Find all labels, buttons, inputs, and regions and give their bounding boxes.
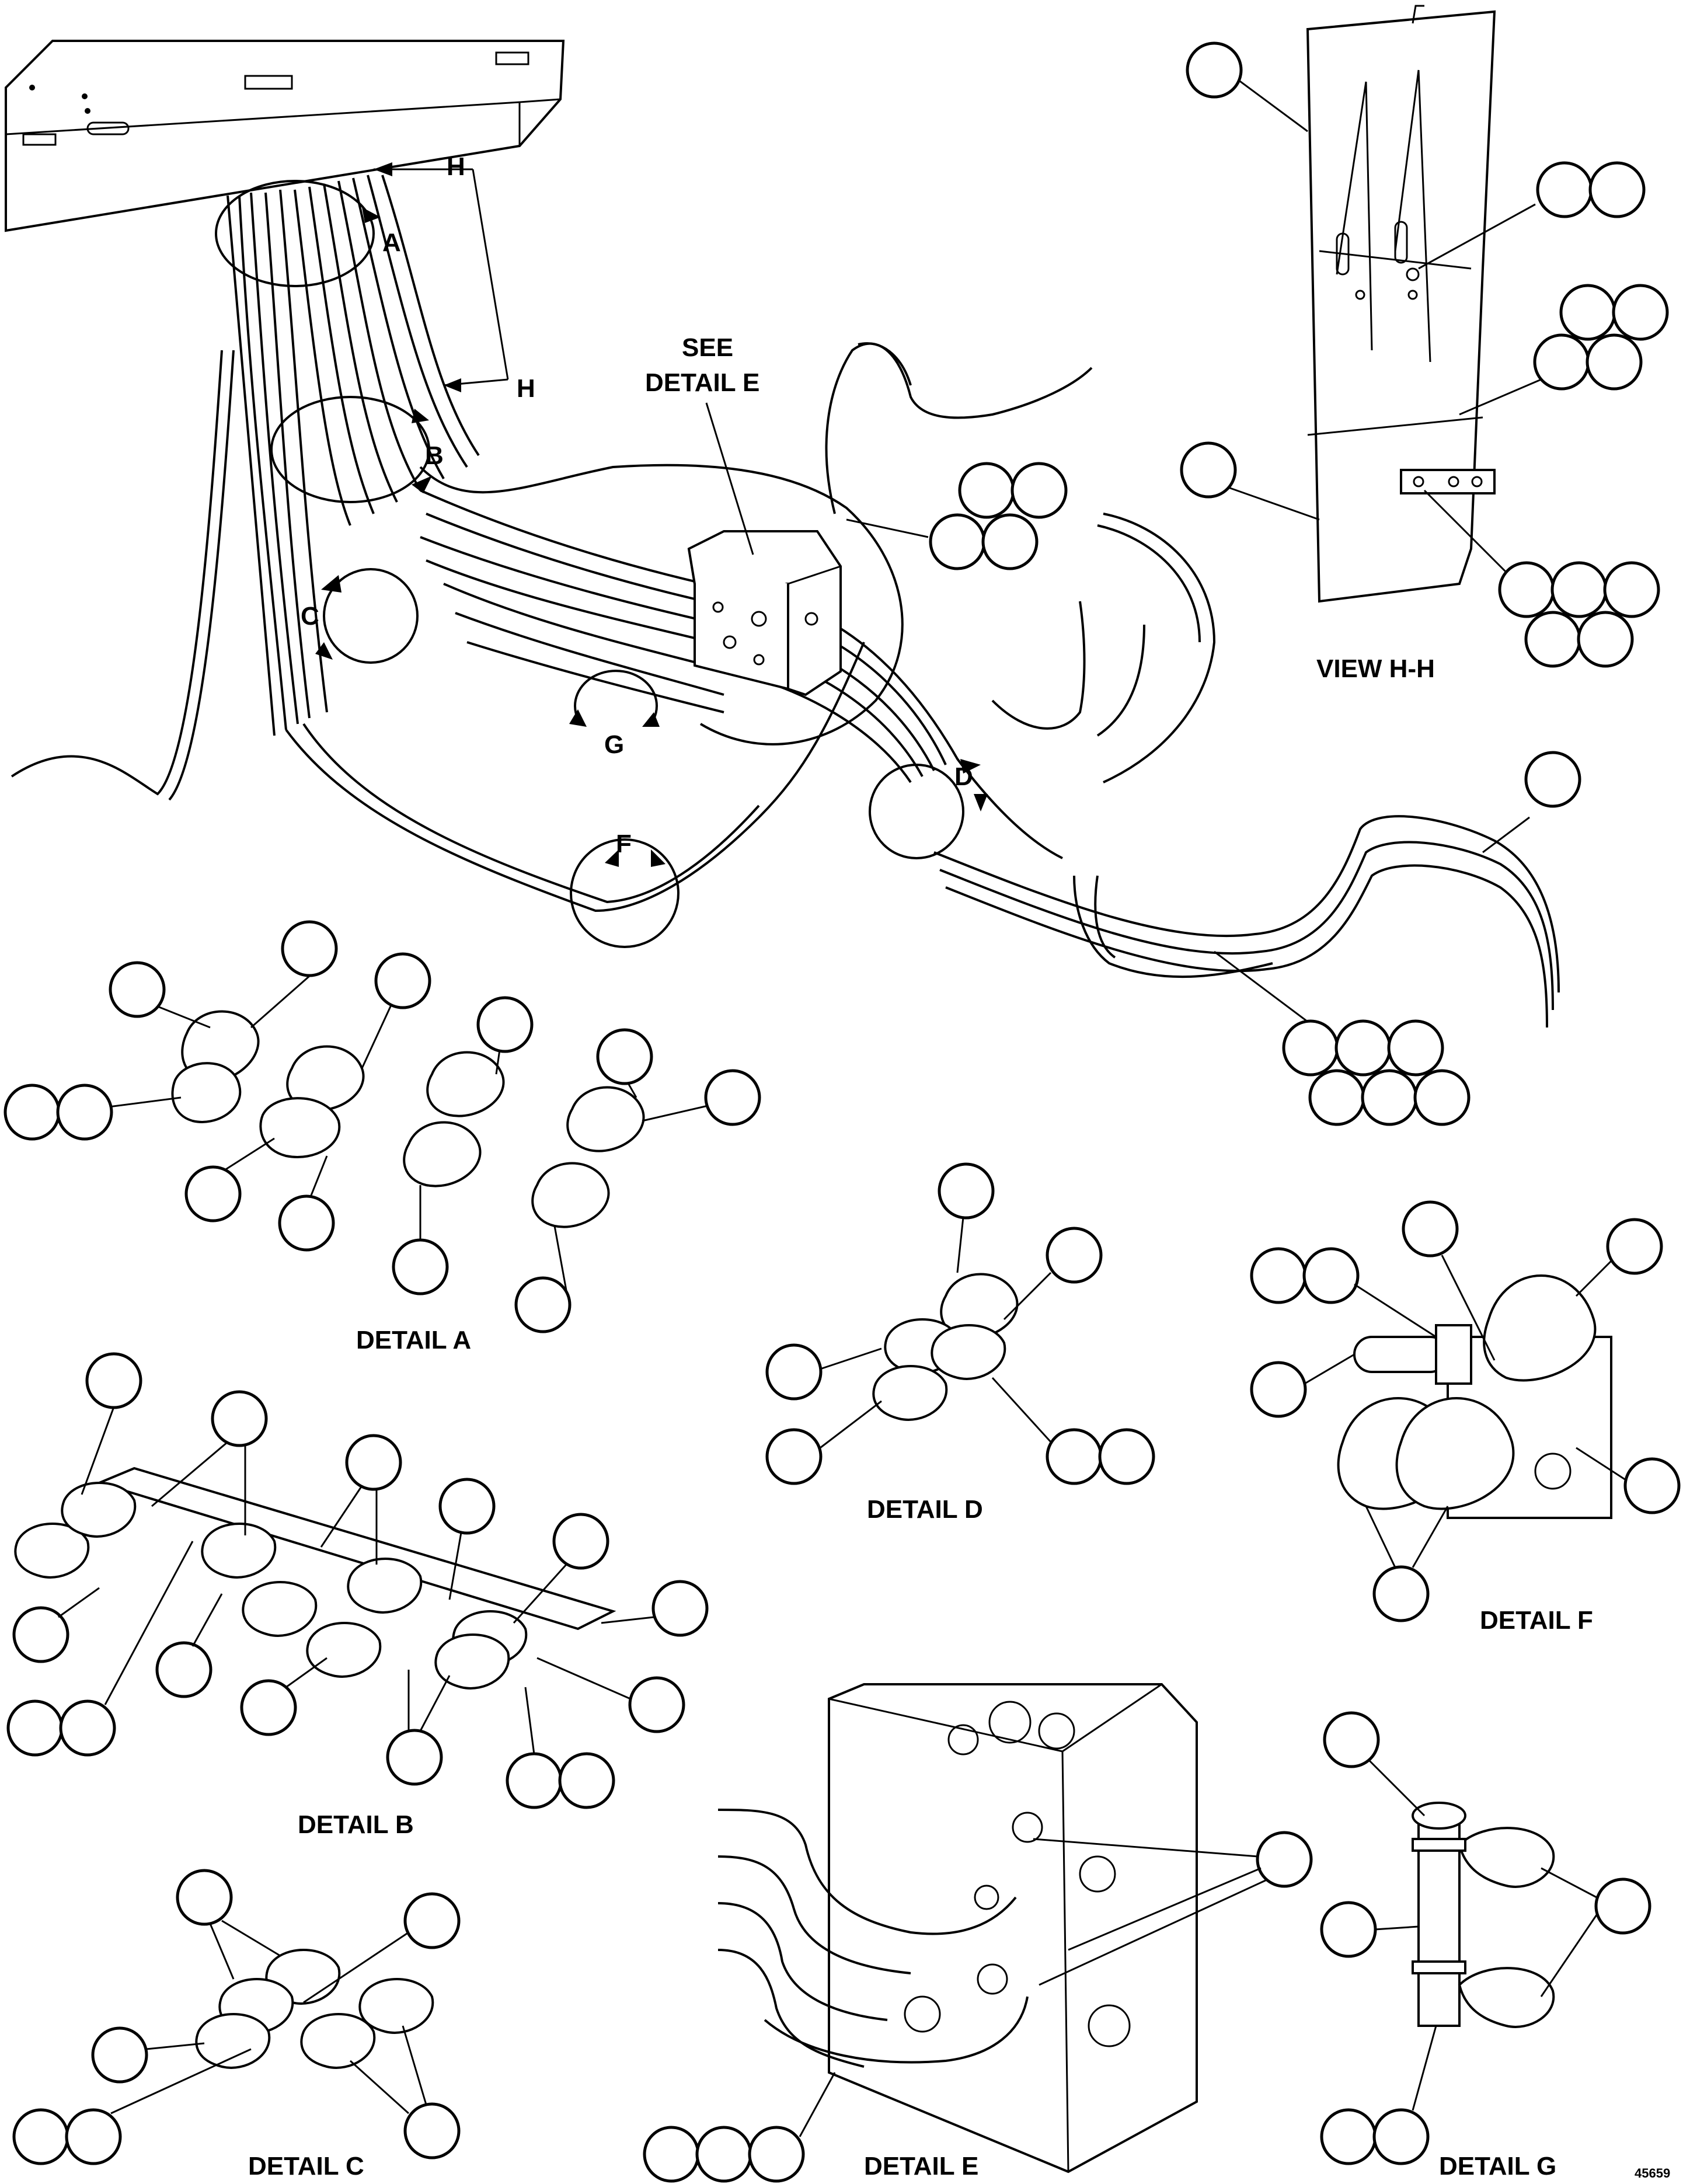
main-assembly: H H A B C D F G SEE DETAIL E bbox=[5, 40, 1581, 1126]
detail-f: DETAIL F bbox=[1250, 1200, 1681, 1635]
figure-number: 45659 bbox=[1635, 2166, 1670, 2180]
marker-a: A bbox=[382, 228, 401, 257]
detail-circle-a bbox=[215, 180, 375, 287]
detail-e: DETAIL E bbox=[643, 1683, 1313, 2183]
hose-left-outlet bbox=[11, 350, 223, 796]
marker-h-bottom: H bbox=[517, 374, 535, 403]
detail-e-label: DETAIL E bbox=[864, 2152, 978, 2180]
view-hh-label: VIEW H-H bbox=[1316, 654, 1435, 683]
detail-c-label: DETAIL C bbox=[248, 2152, 364, 2180]
callout-group-valve bbox=[846, 462, 1068, 570]
mounting-beam bbox=[5, 40, 565, 232]
control-valve-block bbox=[687, 530, 842, 696]
hose-right-loop bbox=[1103, 513, 1216, 783]
detail-d-label: DETAIL D bbox=[867, 1495, 983, 1524]
detail-b: DETAIL B bbox=[6, 1352, 709, 1839]
hose-upper-right bbox=[825, 342, 1093, 514]
detail-arc-g bbox=[574, 670, 658, 725]
detail-c: DETAIL C bbox=[12, 1869, 461, 2180]
see-detail-line2: DETAIL E bbox=[645, 368, 759, 397]
detail-circle-b bbox=[270, 396, 430, 503]
detail-circle-d bbox=[869, 764, 964, 859]
detail-circle-f bbox=[570, 838, 680, 948]
marker-f: F bbox=[616, 830, 632, 858]
hose-bundle-right bbox=[933, 815, 1560, 1028]
view-hh: VIEW H-H bbox=[1180, 5, 1669, 683]
detail-a-label: DETAIL A bbox=[356, 1326, 471, 1354]
detail-a: DETAIL A bbox=[4, 920, 761, 1354]
detail-g: DETAIL G 45659 bbox=[1320, 1711, 1670, 2180]
view-pointers bbox=[315, 162, 988, 867]
hose-upper-loop bbox=[419, 464, 904, 746]
detail-circle-c bbox=[323, 568, 419, 664]
detail-f-label: DETAIL F bbox=[1480, 1606, 1593, 1635]
callout-hh-1 bbox=[1186, 41, 1243, 99]
marker-c: C bbox=[301, 602, 319, 631]
hose-lower-loop bbox=[285, 642, 865, 912]
marker-g: G bbox=[604, 730, 624, 759]
detail-g-label: DETAIL G bbox=[1439, 2152, 1556, 2180]
detail-d: DETAIL D bbox=[765, 1162, 1155, 1524]
callout-group-right-hoses bbox=[1214, 751, 1581, 1126]
marker-d: D bbox=[954, 762, 973, 791]
marker-b: B bbox=[425, 441, 444, 470]
see-detail-line1: SEE bbox=[682, 333, 733, 362]
detail-b-label: DETAIL B bbox=[298, 1810, 414, 1839]
marker-h-top: H bbox=[447, 152, 465, 181]
